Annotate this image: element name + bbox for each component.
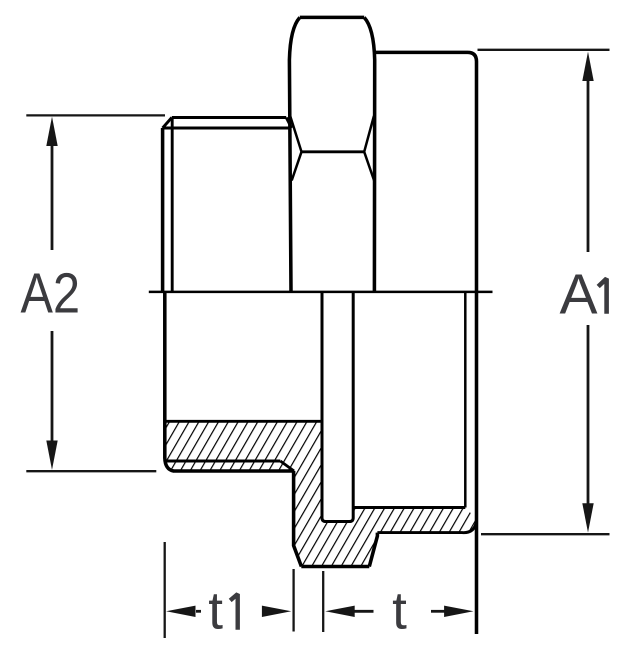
svg-text:A: A xyxy=(560,262,598,326)
svg-text:t: t xyxy=(392,582,407,641)
svg-text:A2: A2 xyxy=(21,262,81,326)
svg-text:t: t xyxy=(208,582,223,641)
